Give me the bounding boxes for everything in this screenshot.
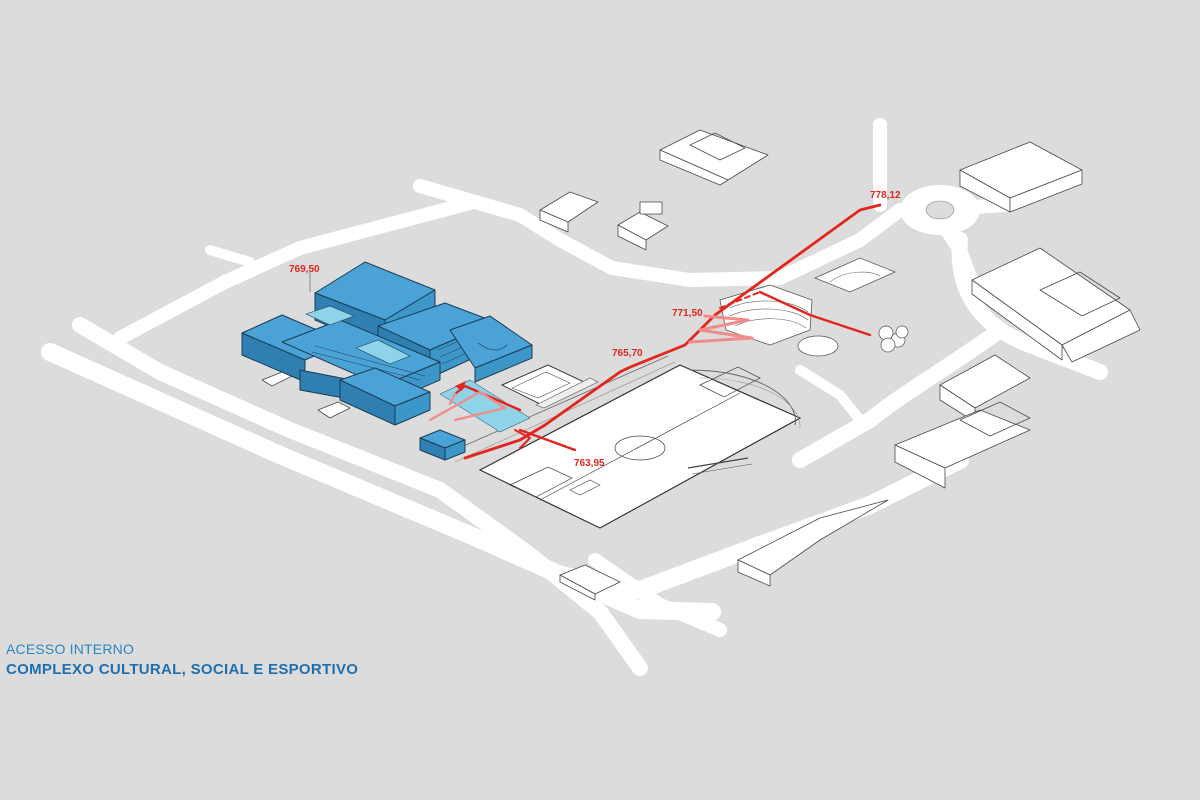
small-court — [500, 364, 599, 409]
route-to-building — [453, 384, 522, 412]
surrounding-buildings — [261, 129, 1141, 601]
soccer-field — [449, 355, 802, 529]
route-pink-arrows — [428, 390, 507, 422]
elevation-top: 778,12 — [870, 190, 901, 201]
route-dashed — [719, 291, 761, 309]
complex-walkway — [305, 305, 355, 326]
road-east-south — [792, 322, 1008, 468]
caption: ACESSO INTERNO COMPLEXO CULTURAL, SOCIAL… — [6, 640, 358, 680]
road-east-curve — [951, 232, 1108, 380]
roundabout — [900, 185, 980, 235]
elevation-labels: 778,12 771,50 765,70 769,50 763,95 — [289, 190, 901, 469]
elevation-building: 769,50 — [289, 264, 320, 275]
road-west-spur — [205, 245, 255, 267]
route-main — [463, 203, 882, 460]
caption-subtitle: ACESSO INTERNO — [6, 641, 135, 657]
elevation-middle: 765,70 — [612, 348, 643, 359]
road-west — [113, 196, 477, 345]
elevation-lower: 763,95 — [574, 458, 605, 469]
complex-buildings — [241, 261, 533, 461]
road-outer-south — [72, 317, 448, 498]
route-branch-east — [758, 290, 872, 337]
road-service — [795, 365, 865, 425]
road-south-branch — [588, 553, 727, 637]
route-connector — [514, 429, 531, 449]
road-north — [413, 179, 787, 287]
building-north — [659, 129, 769, 181]
access-route — [428, 203, 882, 460]
caption-title: COMPLEXO CULTURAL, SOCIAL E ESPORTIVO — [6, 661, 359, 678]
elevation-upper: 771,50 — [672, 308, 703, 319]
route-arrowhead — [455, 381, 466, 391]
route-branch-lower — [518, 428, 577, 452]
route-stair-zigzag — [688, 314, 754, 344]
plaza-structure — [719, 257, 909, 357]
